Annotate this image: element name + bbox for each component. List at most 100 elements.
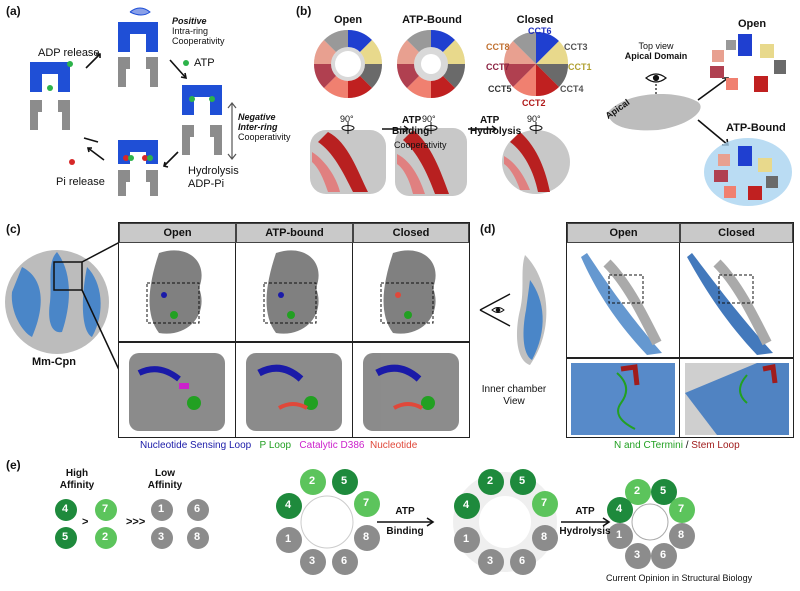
- panel-d-legend: N and CTermini / Stem Loop: [614, 440, 740, 451]
- panel-b-open: Open: [333, 14, 363, 26]
- top-view-label: Top view: [638, 41, 674, 51]
- panel-b-atp-bound: ATP-Bound: [402, 14, 462, 26]
- label-cct5: CCT5: [488, 84, 512, 94]
- r2-8: 8: [541, 531, 548, 543]
- ln-8: 8: [194, 531, 201, 543]
- legend-nucleotide: Nucleotide: [370, 440, 418, 451]
- inner-chamber-l1: Inner chamber: [481, 384, 547, 395]
- ln-1: 1: [158, 503, 165, 515]
- label-cct2: CCT2: [522, 98, 546, 108]
- r2-3: 3: [487, 555, 494, 567]
- negative-l2: Inter-ring: [238, 122, 278, 132]
- label-cct3: CCT3: [564, 42, 588, 52]
- legend-ploop: P Loop: [259, 440, 292, 451]
- legend-sep: /: [685, 440, 689, 451]
- b-deg3: 90°: [527, 114, 541, 124]
- r2-6: 6: [519, 555, 526, 567]
- mm-cpn-structure: [5, 242, 121, 372]
- hydrolysis-label: Hydrolysis: [188, 165, 239, 177]
- hn-4: 4: [62, 503, 69, 515]
- apical-domain-label: Apical Domain: [624, 51, 688, 61]
- ring-open: [314, 30, 382, 98]
- r2-5: 5: [519, 475, 526, 487]
- negative-l1: Negative: [238, 112, 276, 122]
- label-cct4: CCT4: [560, 84, 584, 94]
- ring-2: [453, 469, 558, 575]
- exploded-atp: [704, 138, 792, 206]
- ggg-sign: >>>: [126, 516, 146, 528]
- legend-d386: Catalytic D386: [299, 440, 365, 451]
- exploded-open: [710, 34, 786, 92]
- r3-3: 3: [634, 549, 641, 561]
- adp-pi-label: ADP-Pi: [188, 178, 225, 190]
- r2-2: 2: [487, 475, 494, 487]
- panel-d-frame: Open Closed: [566, 222, 794, 438]
- r2-1: 1: [463, 533, 470, 545]
- c-header-atp: ATP-bound: [236, 223, 353, 243]
- panel-d-label: (d): [480, 222, 496, 236]
- panel-b-closed: Closed: [516, 14, 554, 26]
- negative-cooperativity-label: Negative Inter-ring Cooperativity: [238, 112, 291, 142]
- b-atp2: ATP: [480, 115, 500, 126]
- ring-3: [607, 479, 695, 569]
- chaperonin-adp: [30, 62, 70, 130]
- panel-a-label: (a): [6, 4, 21, 18]
- footer-journal: Current Opinion in Structural Biology: [606, 573, 753, 583]
- panel-c-frame: Open ATP-bound Closed: [118, 222, 470, 438]
- high-label: High: [65, 468, 89, 479]
- low-label: Low: [155, 468, 175, 479]
- panel-b-label: (b): [296, 4, 312, 18]
- e-hydrolysis: Hydrolysis: [559, 526, 611, 537]
- r3-7: 7: [678, 503, 685, 515]
- adp-release-label: ADP release: [38, 47, 100, 59]
- b-hydrolysis: Hydrolysis: [470, 126, 522, 137]
- chaperonin-open: [118, 22, 158, 87]
- e-atp2: ATP: [575, 506, 595, 517]
- panel-b-structures: [310, 30, 570, 196]
- negative-l3: Cooperativity: [238, 132, 291, 142]
- r1-1: 1: [285, 533, 292, 545]
- hn-2: 2: [102, 531, 109, 543]
- positive-cooperativity-label: Positive Intra-ring Cooperativity: [172, 16, 225, 46]
- r1-5: 5: [341, 475, 348, 487]
- high-affinity-label: Affinity: [59, 480, 95, 491]
- affinity-circles: [55, 499, 209, 549]
- chaperonin-adp-pi: [118, 140, 158, 196]
- r1-6: 6: [341, 555, 348, 567]
- hn-7: 7: [102, 503, 109, 515]
- label-cct1: CCT1: [568, 62, 592, 72]
- r3-8: 8: [678, 529, 685, 541]
- label-cct6: CCT6: [528, 26, 552, 36]
- ring-1: [276, 469, 380, 575]
- c-structures: [129, 250, 459, 431]
- positive-l3: Cooperativity: [172, 36, 225, 46]
- r1-8: 8: [363, 531, 370, 543]
- b-cooperativity: Cooperativity: [394, 140, 447, 150]
- panel-c-label: (c): [6, 222, 21, 236]
- label-cct8: CCT8: [486, 42, 510, 52]
- d-header-open: Open: [567, 223, 680, 243]
- r3-5: 5: [660, 485, 667, 497]
- panel-a-cycle-diagram: [30, 7, 237, 196]
- panel-c-legend: Nucleotide Sensing Loop P Loop Catalytic…: [140, 440, 417, 451]
- d-structures: [571, 253, 789, 435]
- legend-termini: N and CTermini: [614, 440, 683, 451]
- r1-2: 2: [309, 475, 316, 487]
- b-binding: Binding: [392, 126, 430, 137]
- r3-1: 1: [616, 529, 623, 541]
- side-open: [310, 130, 386, 194]
- d-header-closed: Closed: [680, 223, 793, 243]
- positive-l2: Intra-ring: [172, 26, 209, 36]
- pi-release-label: Pi release: [56, 176, 105, 188]
- panel-b-apical-diagram: [608, 34, 792, 206]
- ring-closed: [503, 31, 569, 97]
- hn-5: 5: [62, 531, 69, 543]
- ln-6: 6: [194, 503, 201, 515]
- inner-chamber-diagram: [479, 255, 547, 365]
- e-atp1: ATP: [395, 506, 415, 517]
- right-open-label: Open: [738, 18, 767, 30]
- r2-7: 7: [541, 497, 548, 509]
- ln-3: 3: [158, 531, 165, 543]
- chaperonin-atp: [182, 85, 222, 155]
- panel-e-label: (e): [6, 458, 21, 472]
